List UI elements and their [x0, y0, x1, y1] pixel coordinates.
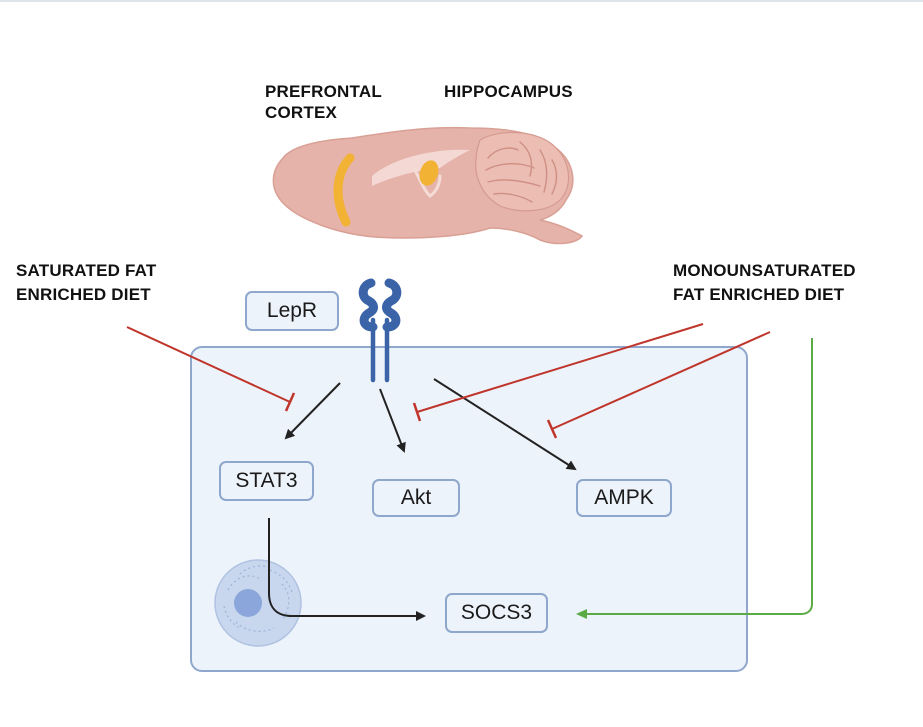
hippocampus-highlight [419, 160, 439, 186]
socs3-node: SOCS3 [445, 593, 548, 633]
monounsaturated-label-line2: FAT ENRICHED DIET [673, 285, 845, 304]
arrow-lepr-to-akt [379, 388, 406, 453]
saturated-label-line2: ENRICHED DIET [16, 285, 151, 304]
inhibition-monounsaturated-to-ampk [546, 331, 771, 439]
cell-membrane [190, 346, 748, 672]
inhibition-monounsaturated-to-akt [412, 323, 704, 422]
monounsaturated-diet-label: MONOUNSATURATED FAT ENRICHED DIET [673, 259, 856, 307]
arrow-monounsaturated-to-socs3 [576, 338, 813, 619]
arrow-lepr-to-ampk [433, 378, 577, 471]
prefrontal-label-line1: PREFRONTAL [265, 82, 382, 101]
brain-icon [272, 126, 584, 245]
arrow-stat3-to-socs3 [268, 518, 426, 621]
leptin-receptor-icon [358, 278, 402, 383]
hippocampus-label: HIPPOCAMPUS [444, 82, 573, 101]
arrow-lepr-to-stat3 [284, 382, 341, 440]
saturated-label-line1: SATURATED FAT [16, 261, 157, 280]
prefrontal-label-line2: CORTEX [265, 103, 338, 122]
prefrontal-cortex-label: PREFRONTAL CORTEX [265, 81, 382, 123]
top-divider [0, 0, 923, 2]
lepr-node: LepR [245, 291, 339, 331]
saturated-diet-label: SATURATED FAT ENRICHED DIET [16, 259, 156, 307]
akt-node: Akt [372, 479, 460, 517]
nucleus-icon [214, 559, 302, 647]
stat3-node: STAT3 [219, 461, 314, 501]
prefrontal-cortex-highlight [333, 153, 355, 227]
inhibition-saturated-to-pathway [126, 326, 296, 412]
ampk-node: AMPK [576, 479, 672, 517]
monounsaturated-label-line1: MONOUNSATURATED [673, 261, 856, 280]
